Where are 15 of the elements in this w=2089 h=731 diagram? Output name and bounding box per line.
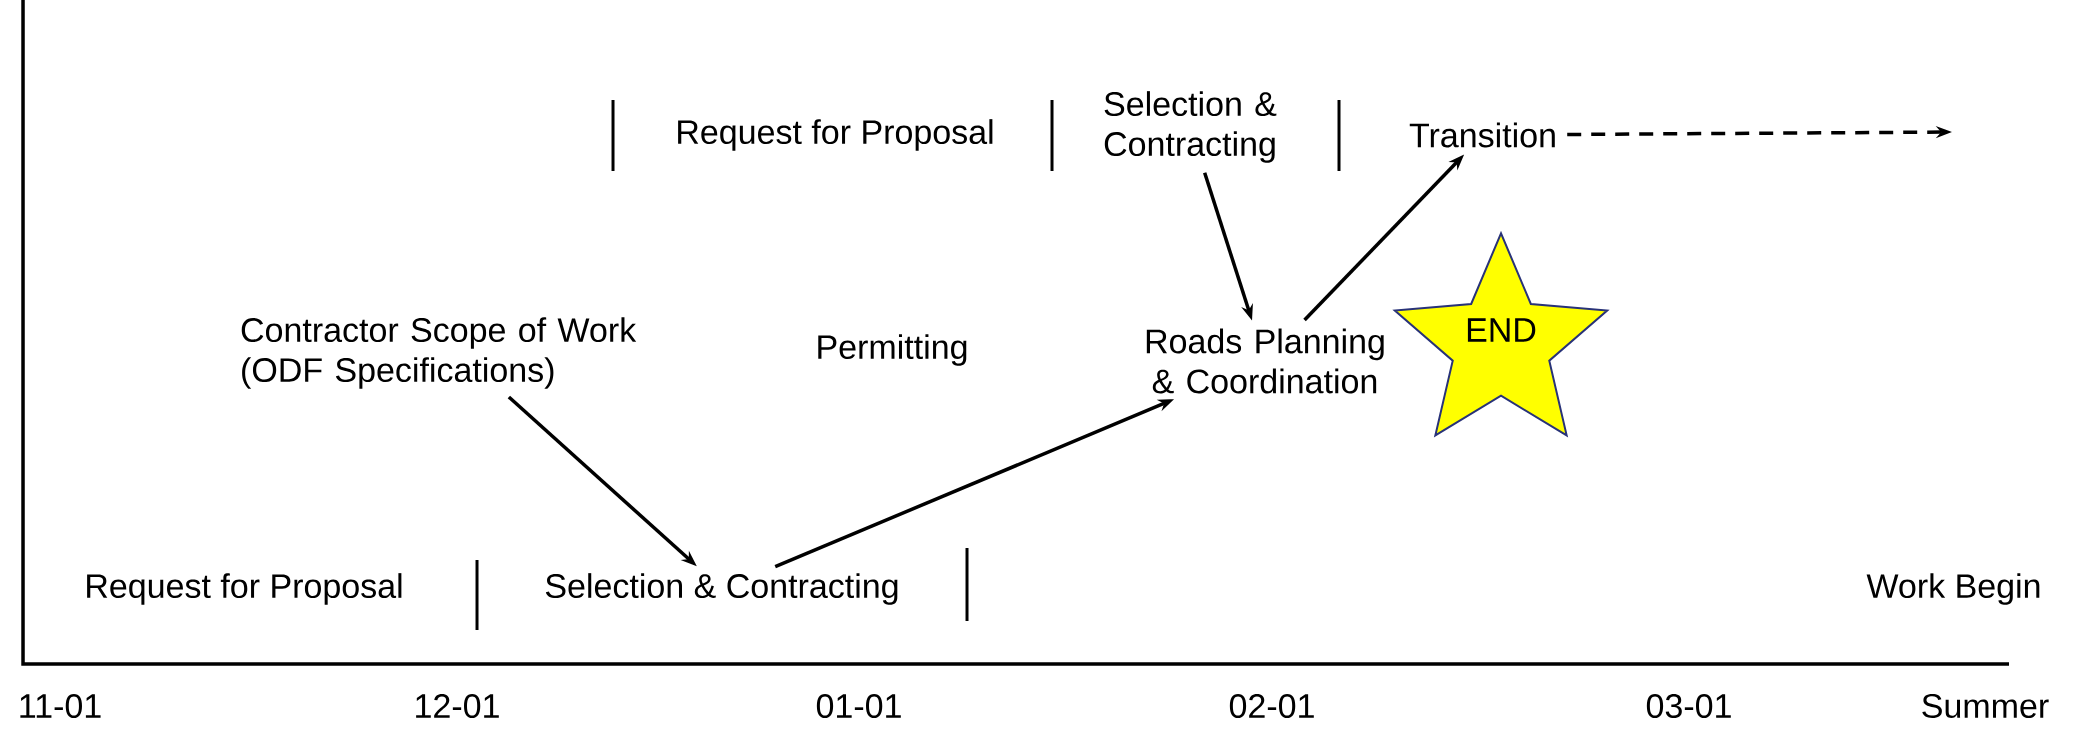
task-label: Roads Planning & Coordination (1146, 328, 1384, 394)
task-label: Work Begin (1866, 573, 2040, 605)
tick-label: 01-01 (816, 693, 901, 719)
tick-label: Summer (1922, 693, 2049, 719)
tick-label: 02-01 (1229, 693, 1314, 719)
task-label: Request for Proposal (87, 573, 402, 605)
task-label: Contractor Scope of Work (ODF Specifications) (241, 317, 637, 389)
task-label: Request for Proposal (678, 119, 993, 151)
tick-label: 11-01 (20, 693, 101, 719)
task-label: Selection & Contracting (545, 573, 898, 605)
tick-label: 03-01 (1646, 693, 1731, 719)
task-label: Transition (1409, 122, 1555, 148)
tick-label: 12-01 (416, 693, 499, 719)
task-label: Permitting (818, 334, 967, 366)
task-label: Selection & Contracting (1104, 91, 1277, 163)
